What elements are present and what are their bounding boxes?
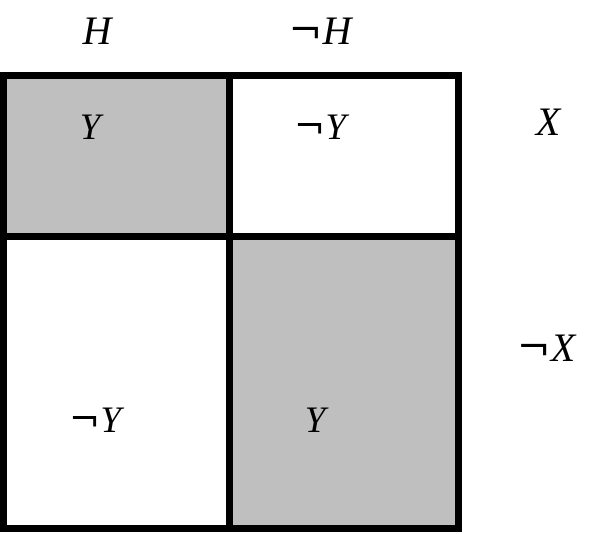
cell-h-x-label: Y	[80, 108, 101, 146]
row-header-not-x-text: X	[550, 325, 576, 370]
cell-not-h-not-x: Y	[233, 240, 455, 525]
cell-h-not-x-text: Y	[100, 400, 121, 441]
cell-not-h-x-text: Y	[325, 107, 346, 148]
row-header-x-text: X	[535, 99, 561, 144]
contingency-grid: Y ¬Y ¬Y Y	[0, 72, 462, 532]
negation-symbol-col-not-h: ¬	[288, 8, 323, 54]
column-header-h-text: H	[82, 8, 112, 53]
column-header-h: H	[83, 11, 112, 51]
cell-not-h-x-label: ¬Y	[294, 108, 346, 146]
negation-symbol-cell-h-not-x: ¬	[69, 398, 101, 441]
cell-not-h-not-x-label: Y	[305, 401, 326, 439]
cell-not-h-x: ¬Y	[233, 79, 455, 233]
negation-symbol-row-not-x: ¬	[516, 325, 551, 371]
negation-symbol-cell-not-h-x: ¬	[294, 105, 326, 148]
cell-h-not-x-label: ¬Y	[69, 401, 121, 439]
row-header-not-x: ¬X	[516, 325, 576, 371]
column-header-not-h-text: H	[322, 8, 352, 53]
row-header-x: X	[536, 102, 560, 142]
cell-h-not-x: ¬Y	[7, 240, 226, 525]
cell-h-x-text: Y	[79, 107, 101, 148]
column-header-not-h: ¬H	[288, 8, 352, 54]
cell-h-x: Y	[7, 79, 226, 233]
cell-not-h-not-x-text: Y	[304, 400, 326, 441]
